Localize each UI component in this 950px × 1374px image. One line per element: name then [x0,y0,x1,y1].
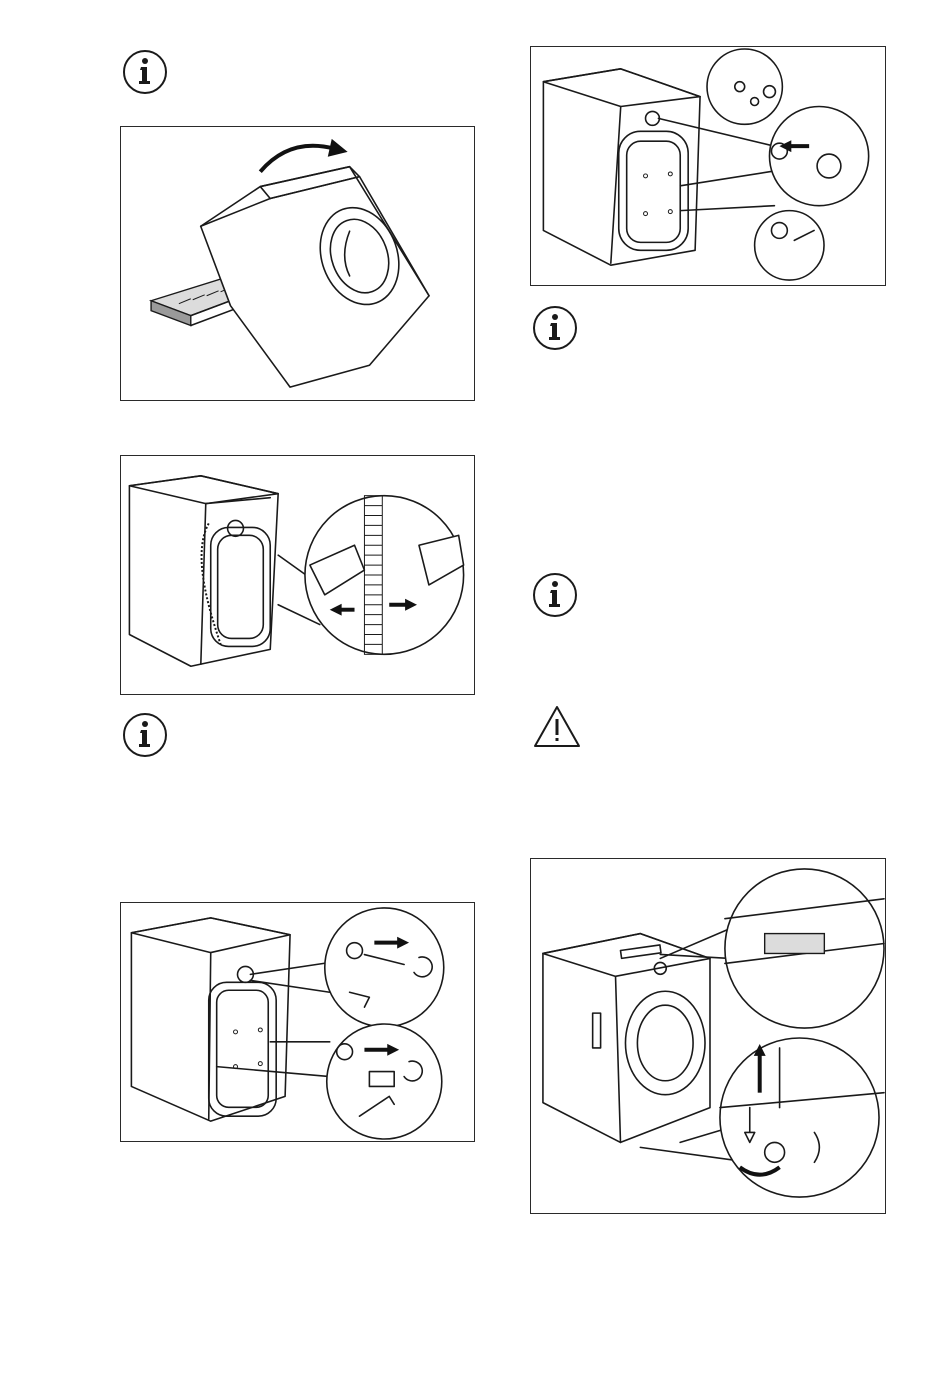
levelling-feet-adjustment-icon [531,859,885,1213]
info-icon [120,710,170,760]
info-icon [530,570,580,620]
info-icon [530,303,580,353]
info-icon [120,47,170,97]
figure-levelling [530,858,886,1214]
figure-transit-bolts [120,902,475,1142]
figure-plastic-caps [530,46,886,286]
transit-bolt-removal-icon [121,903,474,1141]
warning-triangle-icon [532,702,582,752]
hose-clip-removal-icon [121,456,474,694]
figure-hose-clip [120,455,475,695]
figure-tilt-machine [120,126,475,401]
plastic-caps-insertion-icon [531,47,885,285]
washing-machine-tilt-icon [121,127,474,400]
